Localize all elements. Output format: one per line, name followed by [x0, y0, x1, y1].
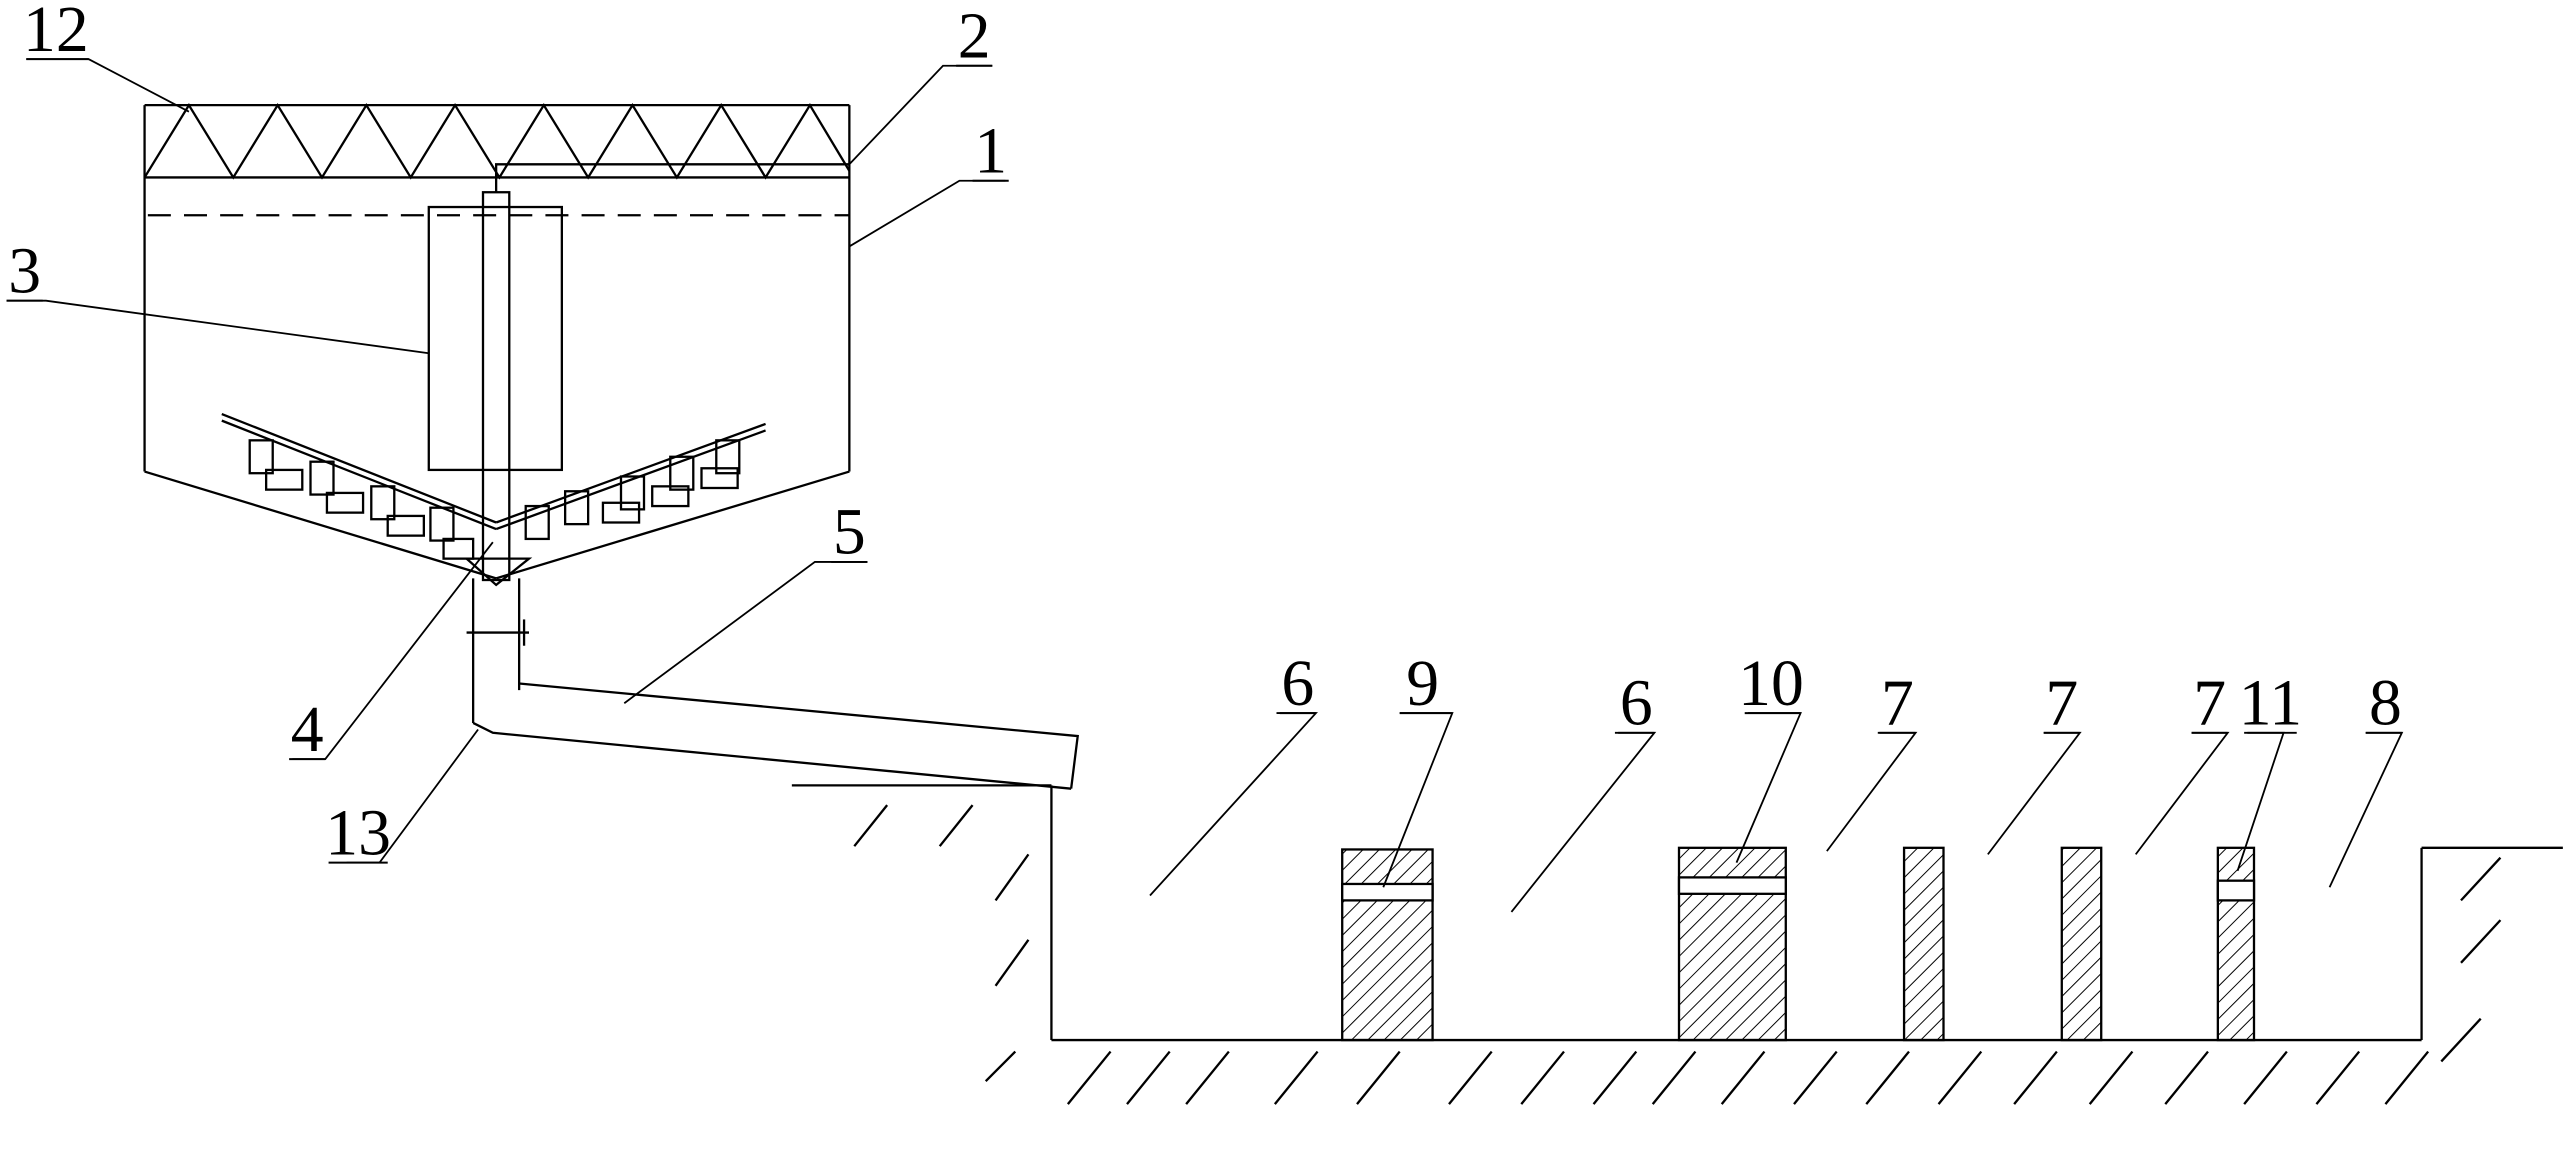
number-labels: 12 2 1 3 4 5 13 6 9 6 10 7 7 7 11 8	[8, 0, 2402, 869]
label-underlines	[6, 58, 2402, 864]
inclined-trough	[472, 682, 1080, 790]
wall-1	[1902, 846, 1945, 1042]
label-6b: 6	[1620, 667, 1653, 740]
label-3: 3	[8, 234, 41, 307]
label-4: 4	[291, 693, 324, 766]
label-7b: 7	[2045, 667, 2078, 740]
weir-10	[1677, 846, 1787, 1042]
label-10: 10	[1738, 647, 1804, 720]
label-2: 2	[958, 0, 991, 73]
center-shaft	[481, 163, 850, 582]
wall-2	[2060, 846, 2103, 1042]
label-1: 1	[974, 115, 1007, 188]
central-cylinder	[427, 205, 564, 472]
label-5: 5	[833, 496, 866, 569]
weir-9	[1341, 848, 1434, 1042]
inclined-fin-plates	[221, 412, 766, 587]
label-7c: 7	[2193, 667, 2226, 740]
ground-pool	[791, 784, 2563, 1105]
tank-body	[143, 177, 851, 580]
label-7a: 7	[1881, 667, 1914, 740]
label-9: 9	[1406, 647, 1439, 720]
label-8: 8	[2369, 667, 2402, 740]
label-12: 12	[23, 0, 89, 66]
label-6a: 6	[1281, 647, 1314, 720]
outlet-pipe	[466, 578, 529, 723]
leader-lines	[6, 58, 2404, 913]
label-11: 11	[2239, 667, 2302, 740]
truss-frame	[143, 102, 851, 180]
weir-11	[2216, 846, 2256, 1042]
label-13: 13	[325, 796, 391, 869]
